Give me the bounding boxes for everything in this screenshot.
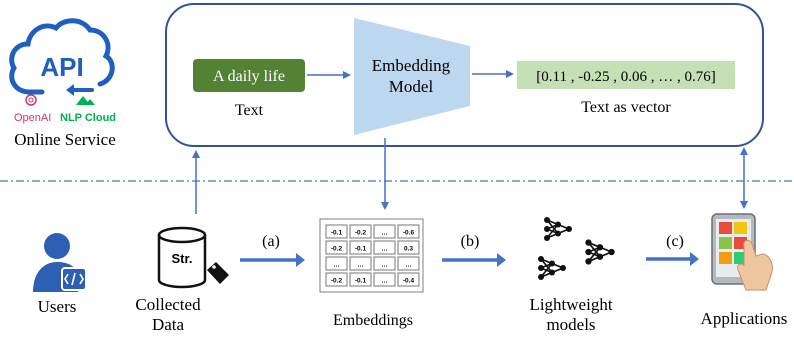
matrix-cell — [397, 224, 420, 239]
matrix-cell-value: -0.1 — [331, 230, 343, 237]
matrix-cell-value: … — [381, 278, 388, 285]
network-glyph — [538, 256, 566, 280]
collected-caption-line1: Collected — [135, 295, 201, 314]
matrix-cell — [325, 240, 348, 255]
matrix-cell — [397, 240, 420, 255]
step-b-label: (b) — [461, 233, 480, 250]
arrow-b-head — [497, 253, 506, 267]
nlp-cloud-logo-icon — [76, 96, 95, 105]
matrix-cell — [397, 272, 420, 287]
model-label-line1: Embedding — [372, 56, 451, 75]
matrix-cell-value: -0.1 — [355, 278, 367, 285]
matrix-cell — [349, 240, 372, 255]
matrix-cell-value: -0.1 — [355, 246, 367, 253]
step-c-label: (c) — [666, 233, 684, 250]
matrix-cell — [349, 272, 372, 287]
matrix-cell — [325, 272, 348, 287]
cloud-api-icon — [9, 18, 115, 96]
arrow-a-head — [296, 253, 305, 267]
matrix-cell-value: … — [381, 262, 388, 269]
matrix-cell-value: -0.2 — [331, 246, 343, 253]
matrix-cell-value: -0.2 — [331, 278, 343, 285]
matrix-cell — [373, 240, 396, 255]
input-text: A daily life — [213, 68, 285, 85]
neural-network-icon — [538, 217, 615, 280]
matrix-cell-value: -0.6 — [403, 230, 415, 237]
collected-caption-line2: Data — [152, 315, 185, 334]
network-glyph — [544, 217, 572, 241]
matrix-cell-value: … — [333, 262, 340, 269]
matrix-cell-value: -0.2 — [355, 230, 367, 237]
matrix-cell — [325, 256, 348, 271]
tablet-touch-icon — [711, 213, 773, 291]
matrix-cell — [373, 272, 396, 287]
openai-label: OpenAI — [14, 112, 51, 124]
input-caption: Text — [235, 102, 264, 119]
api-label: API — [40, 52, 83, 82]
matrix-cell-value: … — [357, 262, 364, 269]
vector-text: [0.11 , -0.25 , 0.06 , … , 0.76] — [536, 69, 715, 85]
matrix-cell — [397, 256, 420, 271]
matrix-cell — [325, 224, 348, 239]
db-label: Str. — [172, 251, 193, 266]
models-caption-line1: Lightweight — [529, 295, 612, 314]
matrix-cell — [349, 224, 372, 239]
tag-icon — [207, 262, 229, 284]
arrow-c-head — [690, 252, 699, 266]
matrix-cell-value: … — [381, 230, 388, 237]
network-glyph — [585, 239, 615, 265]
vector-caption: Text as vector — [581, 99, 671, 116]
model-label-line2: Model — [389, 77, 434, 96]
embeddings-caption: Embeddings — [333, 312, 413, 329]
embedding-model-shape — [354, 18, 470, 135]
matrix-cell-value: … — [381, 246, 388, 253]
model-panel — [165, 3, 764, 147]
users-caption: Users — [38, 297, 77, 316]
matrix-cell — [373, 224, 396, 239]
matrix-cell — [373, 256, 396, 271]
database-icon — [157, 226, 207, 289]
input-text-box — [193, 59, 305, 92]
nlpcloud-label: NLP Cloud — [60, 112, 116, 124]
embeddings-matrix: -0.1 -0.2 … -0.6 -0.2 -0.1 … 0.3 … … … … -0.2 -0.1 … -0… — [325, 224, 420, 287]
user-code-icon — [33, 233, 87, 292]
matrix-cell-value: -0.4 — [403, 278, 415, 285]
openai-logo-icon — [25, 94, 37, 106]
matrix-cell-value: 0.3 — [404, 246, 413, 253]
online-service-caption: Online Service — [14, 130, 116, 149]
vector-box — [517, 61, 735, 89]
models-caption-line2: models — [546, 315, 595, 334]
applications-caption: Applications — [701, 309, 788, 328]
step-a-label: (a) — [262, 233, 280, 250]
matrix-cell-value: … — [405, 262, 412, 269]
matrix-cell — [349, 256, 372, 271]
